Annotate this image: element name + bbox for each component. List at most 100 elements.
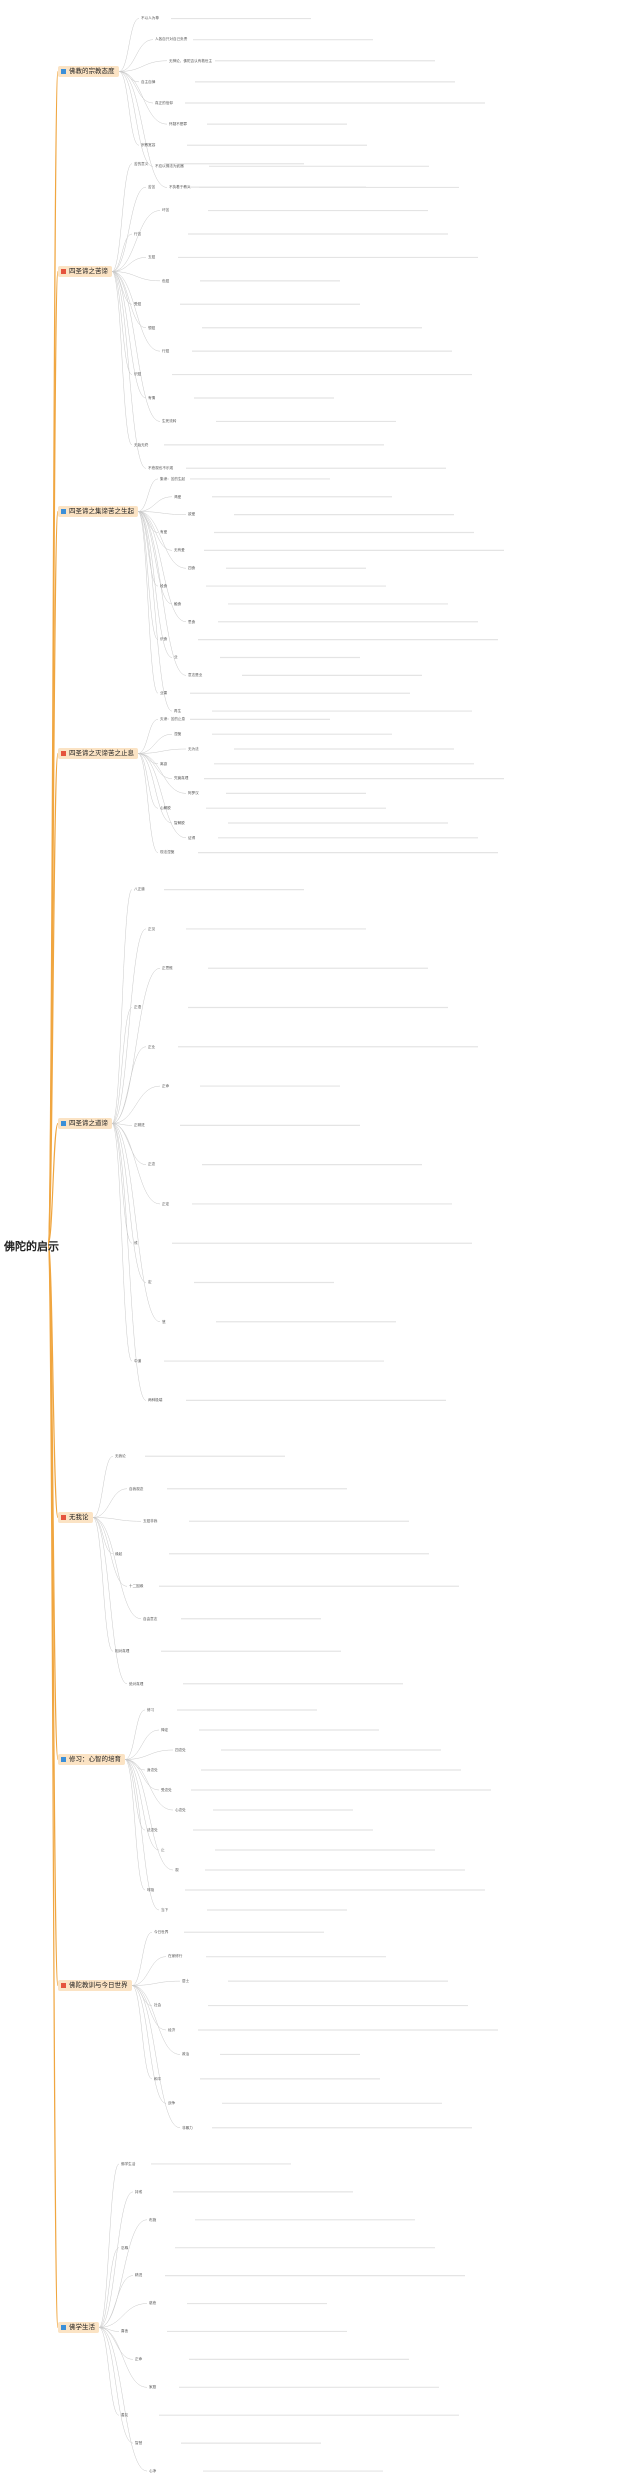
leaf-node[interactable]: 相对真理: [115, 1649, 130, 1654]
leaf-node[interactable]: 善友: [121, 2413, 129, 2417]
leaf-node[interactable]: 欲爱: [188, 512, 196, 517]
leaf-node[interactable]: 有爱: [160, 530, 168, 535]
leaf-node[interactable]: 行蕴: [162, 348, 170, 353]
leaf-node[interactable]: 持戒: [135, 2189, 143, 2194]
leaf-node[interactable]: 无为法: [188, 746, 199, 751]
leaf-node[interactable]: 真正的信仰: [155, 100, 173, 105]
leaf-node[interactable]: 自主自律: [141, 79, 156, 84]
leaf-node[interactable]: 禅定: [161, 1727, 169, 1732]
leaf-node[interactable]: 集谛：苦的生起: [160, 476, 186, 481]
leaf-node[interactable]: 四念处: [175, 1747, 186, 1752]
leaf-node[interactable]: 心解脱: [160, 806, 171, 810]
leaf-node[interactable]: 观: [175, 1867, 179, 1872]
branch-4[interactable]: 四圣谛之灭谛苦之止息: [58, 748, 138, 759]
leaf-node[interactable]: 生死流转: [162, 419, 177, 424]
leaf-node[interactable]: 非暴力: [182, 2125, 193, 2130]
branch-3[interactable]: 四圣谛之集谛苦之生起: [58, 506, 138, 517]
leaf-node[interactable]: 证得: [188, 835, 196, 840]
leaf-node[interactable]: 四食: [188, 566, 196, 570]
leaf-node[interactable]: 无始无终: [134, 442, 149, 447]
leaf-node[interactable]: 再生: [174, 708, 182, 713]
leaf-node[interactable]: 两种极端: [148, 1398, 163, 1403]
leaf-node[interactable]: 当下: [161, 1907, 169, 1912]
leaf-node[interactable]: 思食: [188, 619, 196, 624]
leaf-node[interactable]: 慧: [162, 1319, 166, 1324]
leaf-node[interactable]: 在家修行: [168, 1954, 183, 1959]
leaf-node[interactable]: 战争: [168, 2101, 176, 2106]
leaf-node[interactable]: 段食: [160, 583, 168, 588]
leaf-node[interactable]: 止: [161, 1847, 165, 1852]
leaf-node[interactable]: 现法涅槃: [160, 850, 175, 855]
leaf-node[interactable]: 正命: [162, 1083, 170, 1088]
leaf-node[interactable]: 呼吸: [147, 1887, 155, 1892]
branch-5[interactable]: 四圣谛之道谛: [58, 1118, 112, 1129]
leaf-node[interactable]: 今日世界: [154, 1930, 169, 1935]
leaf-node[interactable]: 自我观念: [129, 1486, 144, 1491]
leaf-node[interactable]: 色蕴: [162, 278, 170, 283]
leaf-node[interactable]: 自由意志: [143, 1616, 158, 1621]
leaf-node[interactable]: 想蕴: [148, 325, 156, 330]
leaf-node[interactable]: 灭谛：苦的止息: [160, 717, 186, 722]
branch-9[interactable]: 佛学生活: [58, 2322, 99, 2333]
leaf-node[interactable]: 行苦: [134, 231, 142, 236]
leaf-node[interactable]: 渴爱: [174, 494, 182, 499]
leaf-node[interactable]: 佛学生活: [121, 2161, 136, 2166]
leaf-node[interactable]: 正见: [148, 926, 156, 931]
leaf-node[interactable]: 业: [174, 655, 178, 660]
leaf-node[interactable]: 有情: [148, 395, 156, 400]
leaf-node[interactable]: 经济: [168, 2027, 176, 2032]
leaf-node[interactable]: 宗教宽容: [141, 143, 156, 148]
leaf-node[interactable]: 精进: [135, 2273, 143, 2278]
leaf-node[interactable]: 心念处: [175, 1807, 186, 1812]
leaf-node[interactable]: 十二因缘: [129, 1584, 144, 1589]
leaf-node[interactable]: 人各自只对自己负责: [155, 37, 188, 42]
leaf-node[interactable]: 家庭: [149, 2385, 157, 2390]
leaf-node[interactable]: 正业: [148, 1044, 156, 1049]
leaf-node[interactable]: 识食: [160, 637, 168, 642]
leaf-node[interactable]: 无有爱: [174, 548, 185, 553]
leaf-node[interactable]: 身念处: [147, 1767, 158, 1772]
branch-7[interactable]: 修习：心智的培育: [58, 1754, 125, 1765]
branch-8[interactable]: 佛陀教训与今日世界: [58, 1980, 132, 1991]
leaf-node[interactable]: 绝对真理: [129, 1681, 144, 1686]
leaf-node[interactable]: 布施: [149, 2217, 157, 2222]
leaf-node[interactable]: 正精进: [134, 1123, 145, 1128]
leaf-node[interactable]: 正语: [134, 1005, 142, 1010]
leaf-node[interactable]: 不执着于教义: [169, 185, 191, 190]
leaf-node[interactable]: 无我论: [115, 1454, 126, 1459]
leaf-node[interactable]: 意志是业: [188, 673, 203, 678]
branch-1[interactable]: 佛教的宗教态度: [58, 66, 119, 77]
leaf-node[interactable]: 忍辱: [121, 2245, 129, 2250]
leaf-node[interactable]: 和平: [154, 2076, 162, 2081]
leaf-node[interactable]: 坏苦: [162, 208, 170, 213]
leaf-node[interactable]: 智解脱: [174, 820, 185, 825]
leaf-node[interactable]: 政治: [182, 2052, 190, 2057]
branch-6[interactable]: 无我论: [58, 1512, 93, 1523]
leaf-node[interactable]: 无神论，佛陀否认有救世主: [169, 58, 213, 63]
leaf-node[interactable]: 正定: [162, 1201, 170, 1206]
leaf-node[interactable]: 业果: [160, 691, 168, 695]
leaf-node[interactable]: 戒: [134, 1241, 138, 1245]
leaf-node[interactable]: 怀疑不是罪: [169, 121, 187, 126]
leaf-node[interactable]: 法念处: [147, 1827, 158, 1832]
leaf-node[interactable]: 苦苦: [148, 184, 156, 189]
leaf-node[interactable]: 识蕴: [134, 372, 142, 377]
leaf-node[interactable]: 不以人为尊: [141, 16, 159, 21]
leaf-node[interactable]: 心净: [149, 2468, 157, 2473]
leaf-node[interactable]: 涅槃: [174, 732, 182, 736]
leaf-node[interactable]: 居士: [182, 1978, 190, 1983]
leaf-node[interactable]: 正思惟: [162, 966, 173, 970]
leaf-node[interactable]: 正念: [148, 1162, 156, 1167]
leaf-node[interactable]: 受念处: [161, 1787, 172, 1792]
leaf-node[interactable]: 五蕴非我: [143, 1519, 158, 1524]
root-topic[interactable]: 佛陀的启示: [4, 1240, 59, 1253]
leaf-node[interactable]: 苦的意义: [134, 161, 149, 166]
leaf-node[interactable]: 智慧: [135, 2440, 143, 2445]
leaf-node[interactable]: 受蕴: [134, 302, 142, 307]
leaf-node[interactable]: 不应以佛法为武器: [155, 164, 184, 169]
leaf-node[interactable]: 中道: [134, 1358, 142, 1363]
leaf-node[interactable]: 离欲: [160, 761, 168, 766]
leaf-node[interactable]: 修习: [147, 1707, 155, 1712]
leaf-node[interactable]: 慈悲: [149, 2301, 157, 2306]
leaf-node[interactable]: 八正道: [134, 887, 145, 892]
